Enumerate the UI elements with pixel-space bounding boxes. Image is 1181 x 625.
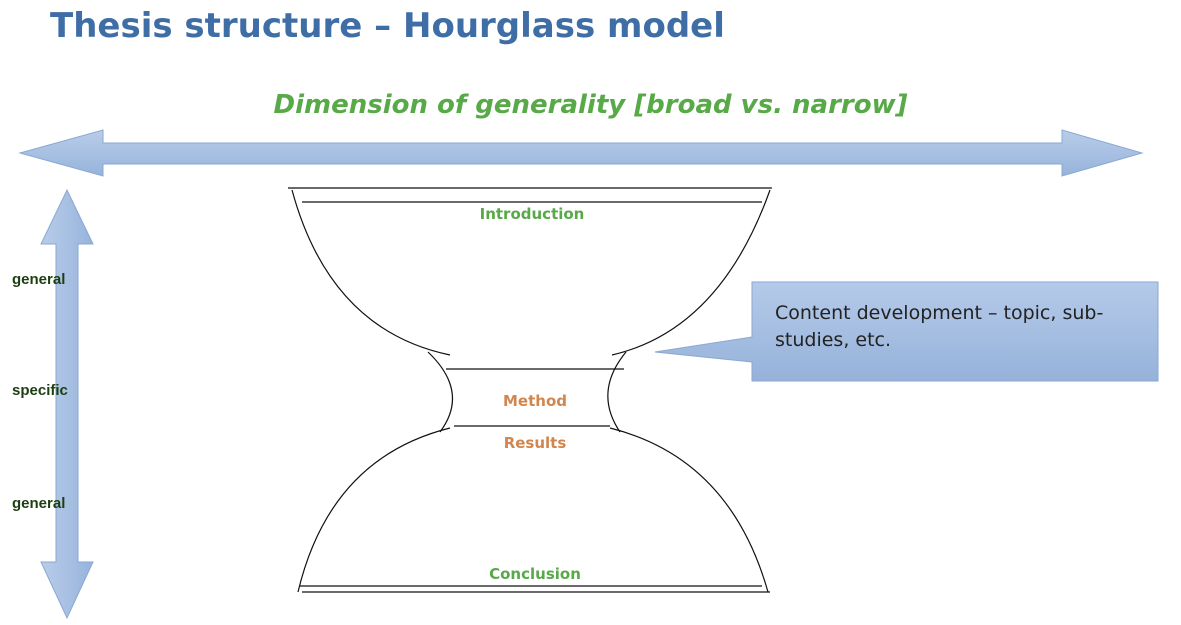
horizontal-double-arrow [18, 129, 1144, 177]
section-introduction: Introduction [479, 205, 585, 223]
axis-label-general-top: general [12, 271, 66, 288]
slide-title: Thesis structure – Hourglass model [50, 6, 725, 46]
section-method: Method [503, 392, 567, 410]
callout-shape [654, 281, 1159, 382]
callout-text: Content development – topic, sub-studies… [775, 302, 1104, 351]
axis-label-specific: specific [12, 382, 68, 399]
vertical-double-arrow [40, 188, 94, 620]
hourglass-outline [288, 187, 772, 593]
axis-label-general-bottom: general [12, 495, 66, 512]
generality-dimension-label: Dimension of generality [broad vs. narro… [273, 90, 908, 120]
section-results: Results [503, 434, 567, 452]
section-conclusion: Conclusion [489, 565, 581, 583]
